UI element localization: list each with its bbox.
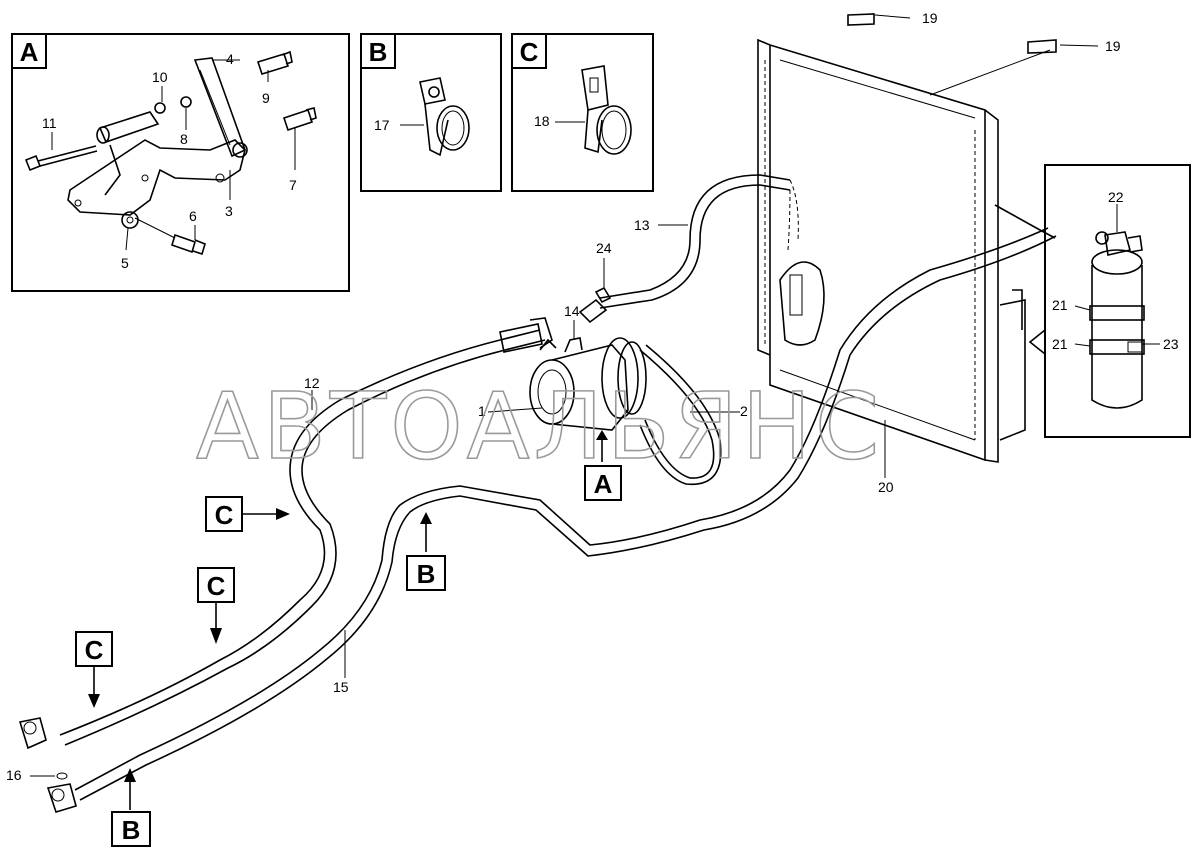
callout-15: 15	[333, 679, 349, 695]
detail-box-a-letter: A	[20, 37, 39, 67]
hose-12	[18, 317, 553, 750]
callout-21-lower: 21	[1052, 336, 1068, 352]
condenser-drawing	[757, 38, 1056, 463]
callout-16: 16	[6, 767, 22, 783]
ref-tag-c-lower-letter: C	[85, 635, 104, 665]
callout-12: 12	[304, 375, 320, 391]
ref-tag-b-lower: B	[111, 768, 151, 847]
ref-tag-c-upper: C	[205, 496, 290, 532]
callout-21-upper: 21	[1052, 297, 1068, 313]
clamp-b-drawing	[400, 77, 470, 157]
callout-19-top: 19	[922, 10, 938, 26]
detail-box-b-letter: B	[369, 37, 388, 67]
detail-box-a-frame	[11, 33, 350, 292]
callout-7: 7	[289, 177, 297, 193]
callout-4: 4	[226, 51, 234, 67]
detail-box-c-tag	[511, 33, 547, 69]
drive-belt-drawing	[639, 344, 722, 486]
detail-box-receiver-drier: 22 21 21 23	[1028, 164, 1191, 438]
hose-13	[578, 174, 799, 324]
ref-tag-a-compressor: A	[584, 430, 622, 501]
detail-box-c-letter: C	[520, 37, 539, 67]
detail-box-a: A	[11, 33, 350, 292]
detail-box-a-tag	[11, 33, 47, 69]
bracket-assembly-drawing	[24, 50, 317, 256]
callout-10: 10	[152, 69, 168, 85]
detail-box-b-tag	[360, 33, 396, 69]
clamp-c-drawing	[555, 65, 632, 155]
ref-tag-c-middle-letter: C	[207, 571, 226, 601]
callout-11: 11	[42, 115, 57, 131]
ref-tag-c-upper-letter: C	[215, 500, 234, 530]
ref-tag-c-middle: C	[197, 567, 235, 644]
callout-24: 24	[596, 240, 612, 256]
callout-20: 20	[878, 479, 894, 495]
callout-18: 18	[534, 113, 550, 129]
detail-box-b: B 17	[360, 33, 502, 192]
o-ring-16	[56, 772, 68, 780]
callout-1: 1	[478, 403, 486, 419]
ref-tag-b-middle: B	[406, 512, 446, 591]
ref-tag-b-lower-letter: B	[122, 815, 141, 845]
callout-22: 22	[1108, 189, 1124, 205]
watermark-text: АВТОАЛЬЯНС	[196, 373, 883, 480]
detail-box-c: C 18	[511, 33, 654, 192]
callout-23: 23	[1163, 336, 1179, 352]
callout-9: 9	[262, 90, 270, 106]
callout-3: 3	[225, 203, 233, 219]
callout-17: 17	[374, 117, 390, 133]
compressor-drawing	[529, 337, 647, 431]
ref-tag-b-middle-letter: B	[417, 559, 436, 589]
callout-19-right: 19	[1105, 38, 1121, 54]
callout-13: 13	[634, 217, 650, 233]
callout-5: 5	[121, 255, 129, 271]
ref-tag-c-lower: C	[75, 631, 113, 708]
receiver-drier-drawing	[1089, 231, 1145, 409]
hose-20	[46, 227, 1057, 813]
callout-2: 2	[740, 403, 748, 419]
callout-8: 8	[180, 131, 188, 147]
callout-6: 6	[189, 208, 197, 224]
ref-tag-a-letter: A	[594, 469, 613, 499]
callout-14: 14	[564, 303, 580, 319]
